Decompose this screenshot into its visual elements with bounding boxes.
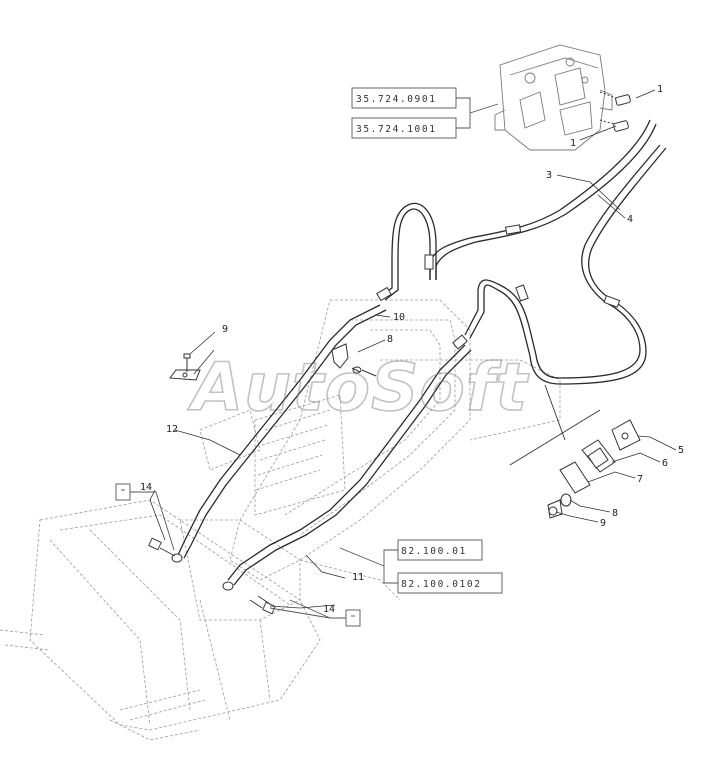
section-lines bbox=[509, 384, 601, 466]
callout-1-top: 1 bbox=[657, 84, 663, 95]
callout-14-top: 14 bbox=[140, 482, 152, 493]
callout-14-bottom: 14 bbox=[323, 604, 335, 615]
fitting-14-drawing bbox=[148, 537, 276, 615]
callout-6: 6 bbox=[662, 458, 668, 469]
clamp-assembly-drawing bbox=[547, 419, 641, 519]
reference-bracket-top bbox=[456, 97, 499, 129]
callout-3: 3 bbox=[546, 170, 552, 181]
callout-1-bottom: 1 bbox=[570, 138, 576, 149]
note-box-14-bottom bbox=[269, 599, 361, 627]
callout-5: 5 bbox=[678, 445, 684, 456]
callout-leaders bbox=[149, 89, 677, 609]
hydraulic-lines-drawing bbox=[177, 119, 667, 586]
reference-box-82-100-0102[interactable]: 82.100.0102 bbox=[397, 572, 503, 594]
reference-bracket-bottom bbox=[339, 547, 398, 584]
callout-12: 12 bbox=[166, 424, 178, 435]
reference-box-35-724-0901[interactable]: 35.724.0901 bbox=[351, 87, 457, 109]
callout-9-left: 9 bbox=[222, 324, 228, 335]
callout-7: 7 bbox=[637, 474, 643, 485]
callout-9-right: 9 bbox=[600, 518, 606, 529]
callout-10: 10 bbox=[393, 312, 405, 323]
reference-box-82-100-01[interactable]: 82.100.01 bbox=[397, 539, 483, 561]
bolt-9-drawing bbox=[169, 353, 201, 381]
clamp-8-drawing bbox=[331, 343, 377, 377]
callout-11: 11 bbox=[352, 572, 364, 583]
svg-text:35.724.1001: 35.724.1001 bbox=[356, 124, 437, 135]
watermark: AutoSoft bbox=[187, 349, 530, 426]
svg-text:82.100.0102: 82.100.0102 bbox=[401, 579, 482, 590]
callout-numbers: 1 1 3 4 5 6 7 8 9 9 8 10 11 12 14 14 bbox=[140, 84, 684, 615]
note-box-14-top bbox=[115, 483, 175, 551]
control-valve-drawing bbox=[494, 44, 613, 151]
svg-text:35.724.0901: 35.724.0901 bbox=[356, 94, 437, 105]
reference-box-35-724-1001[interactable]: 35.724.1001 bbox=[351, 117, 457, 139]
fitting-drawing bbox=[599, 91, 631, 132]
loader-frame-drawing bbox=[0, 299, 561, 741]
callout-4: 4 bbox=[627, 214, 633, 225]
svg-text:82.100.01: 82.100.01 bbox=[401, 546, 467, 557]
callout-8-left: 8 bbox=[387, 334, 393, 345]
callout-8-right: 8 bbox=[612, 508, 618, 519]
